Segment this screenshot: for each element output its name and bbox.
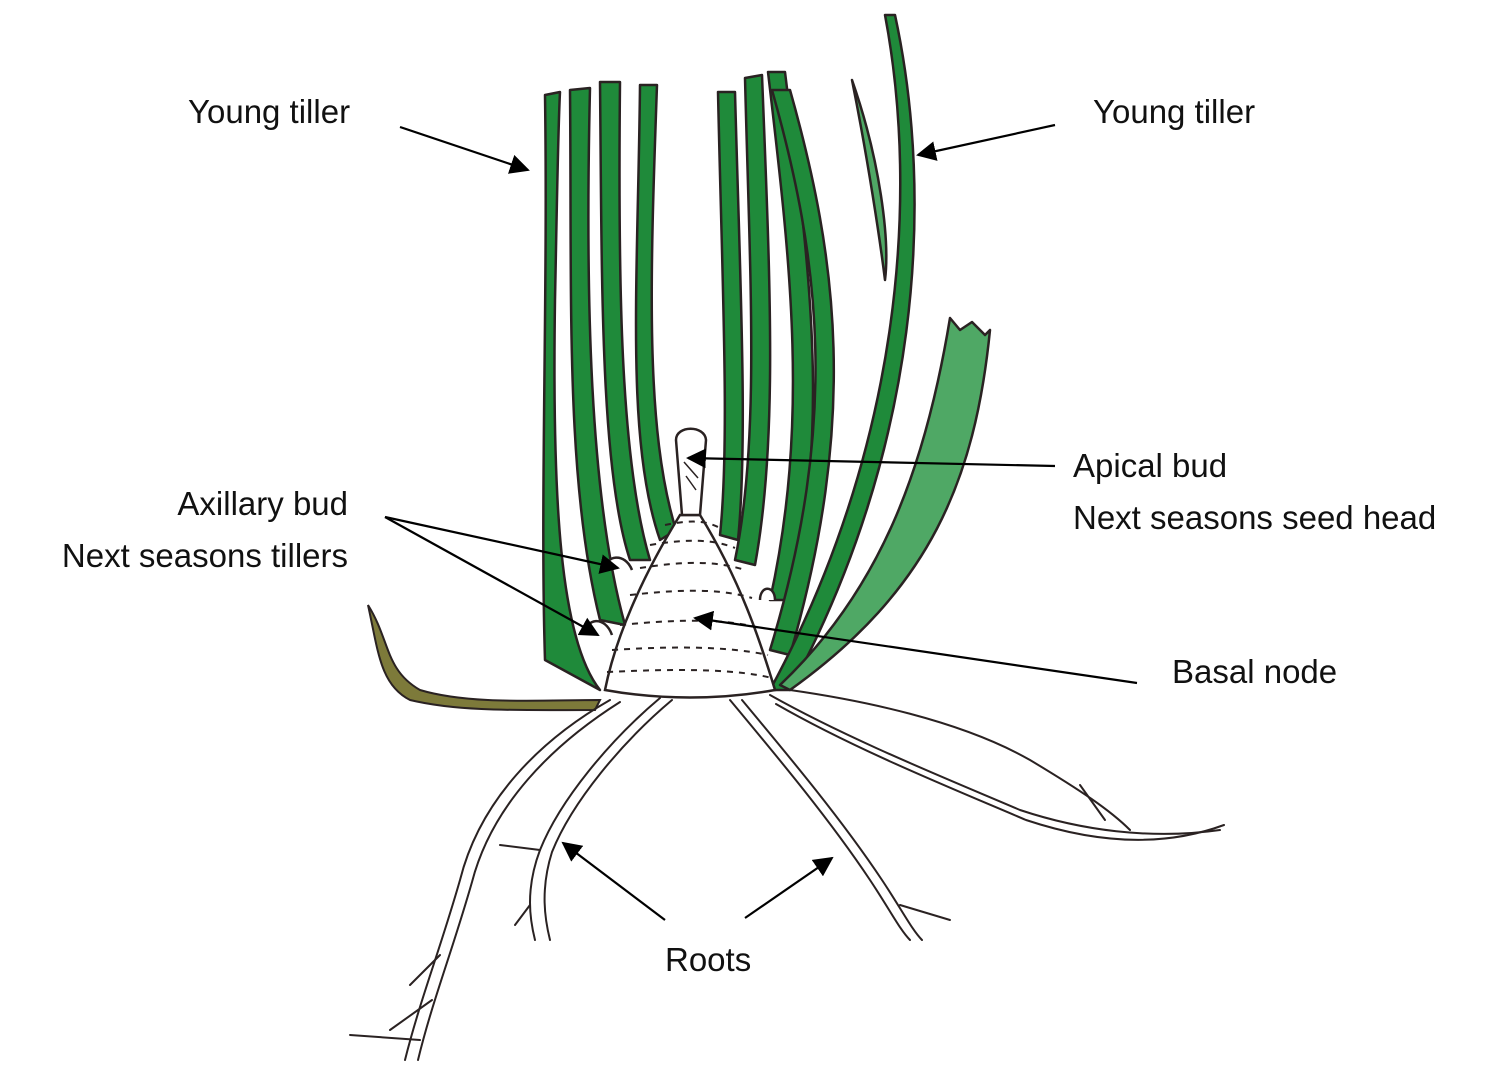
root: [418, 702, 620, 1060]
root: [530, 698, 660, 940]
root: [405, 700, 610, 1060]
leaf-blade: [718, 92, 743, 540]
axillary-bud-subtitle: Next seasons tillers: [62, 536, 348, 576]
axillary-bud-upper: [605, 558, 632, 570]
root: [730, 700, 910, 940]
arrow-axillary-bud-lower: [385, 517, 598, 635]
young-tiller-right-label: Young tiller: [1093, 92, 1255, 132]
thin-leaf: [852, 80, 886, 280]
root: [1080, 785, 1105, 820]
root: [545, 700, 672, 940]
root: [500, 845, 540, 925]
arrow-roots-right: [745, 858, 832, 918]
arrow-roots-left: [563, 843, 665, 920]
apical-bud-subtitle: Next seasons seed head: [1073, 498, 1436, 538]
basal-node-label: Basal node: [1172, 652, 1337, 692]
axillary-bud-label: Axillary bud Next seasons tillers: [62, 484, 348, 576]
young-tiller-left-label: Young tiller: [188, 92, 350, 132]
roots-group: [350, 690, 1224, 1060]
axillary-bud-lower: [585, 621, 612, 635]
roots-label: Roots: [665, 940, 751, 980]
axillary-bud-title: Axillary bud: [62, 484, 348, 524]
axillary-bud-right: [760, 589, 775, 600]
root: [742, 700, 922, 940]
arrow-young-tiller-left: [400, 127, 528, 170]
arrow-young-tiller-right: [918, 125, 1055, 155]
root: [790, 690, 1130, 830]
apical-bud-label: Apical bud Next seasons seed head: [1073, 446, 1436, 538]
root: [900, 905, 950, 920]
right-leaf-group: [718, 15, 990, 690]
apical-bud: [676, 429, 706, 515]
leaf-blade: [636, 85, 676, 540]
root: [776, 704, 1224, 840]
root: [770, 695, 1220, 834]
apical-bud-title: Apical bud: [1073, 446, 1436, 486]
